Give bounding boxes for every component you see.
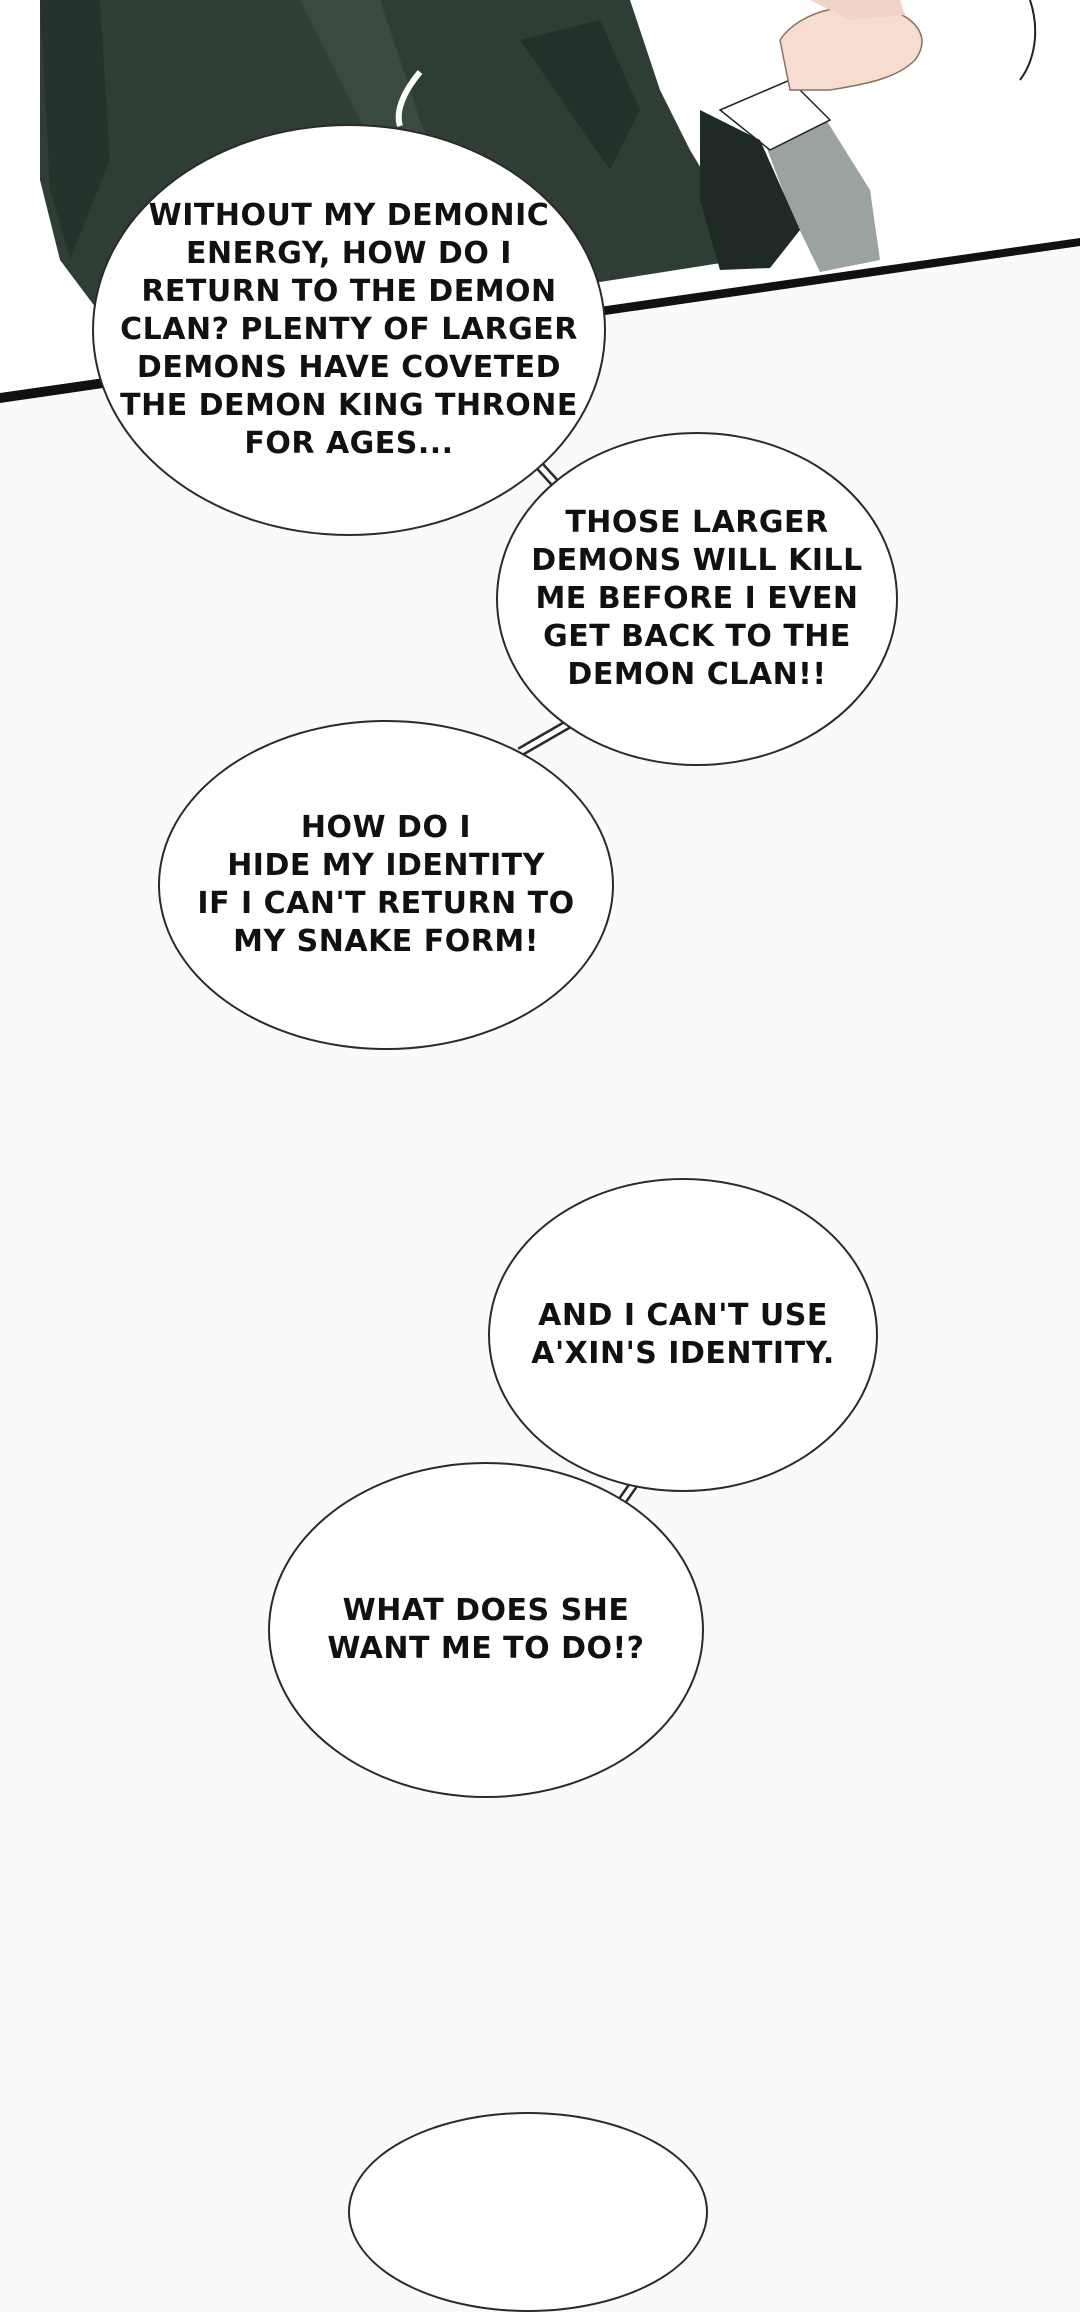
jacket-shadow-left: [40, 0, 110, 260]
speech-bubble-2: THOSE LARGER DEMONS WILL KILL ME BEFORE …: [496, 432, 898, 766]
speech-bubble-partial: [348, 2112, 708, 2312]
bubble-text-5: WHAT DOES SHE WANT ME TO DO!?: [327, 1593, 645, 1666]
sleeve-edge: [700, 110, 800, 270]
motion-line: [1019, 0, 1037, 81]
bubble-connectors: [395, 70, 639, 1507]
grey-sleeve: [760, 110, 880, 272]
bubble-text-4: AND I CAN'T USE A'XIN'S IDENTITY.: [531, 1298, 835, 1371]
bubble-text-2: THOSE LARGER DEMONS WILL KILL ME BEFORE …: [531, 505, 863, 692]
tail-line: [395, 70, 423, 127]
fingers: [810, 0, 905, 20]
speech-bubble-3: HOW DO I HIDE MY IDENTITY IF I CAN'T RET…: [158, 720, 614, 1050]
speech-bubble-4: AND I CAN'T USE A'XIN'S IDENTITY.: [488, 1178, 878, 1492]
jacket-fold: [520, 20, 640, 170]
connector-b2-b3-inner: [518, 719, 574, 755]
bubble-text-3: HOW DO I HIDE MY IDENTITY IF I CAN'T RET…: [197, 810, 575, 959]
hand: [779, 5, 923, 91]
speech-bubble-1: WITHOUT MY DEMONIC ENERGY, HOW DO I RETU…: [92, 124, 606, 536]
bubble-text-1: WITHOUT MY DEMONIC ENERGY, HOW DO I RETU…: [120, 198, 578, 461]
speech-bubble-5: WHAT DOES SHE WANT ME TO DO!?: [268, 1462, 704, 1798]
